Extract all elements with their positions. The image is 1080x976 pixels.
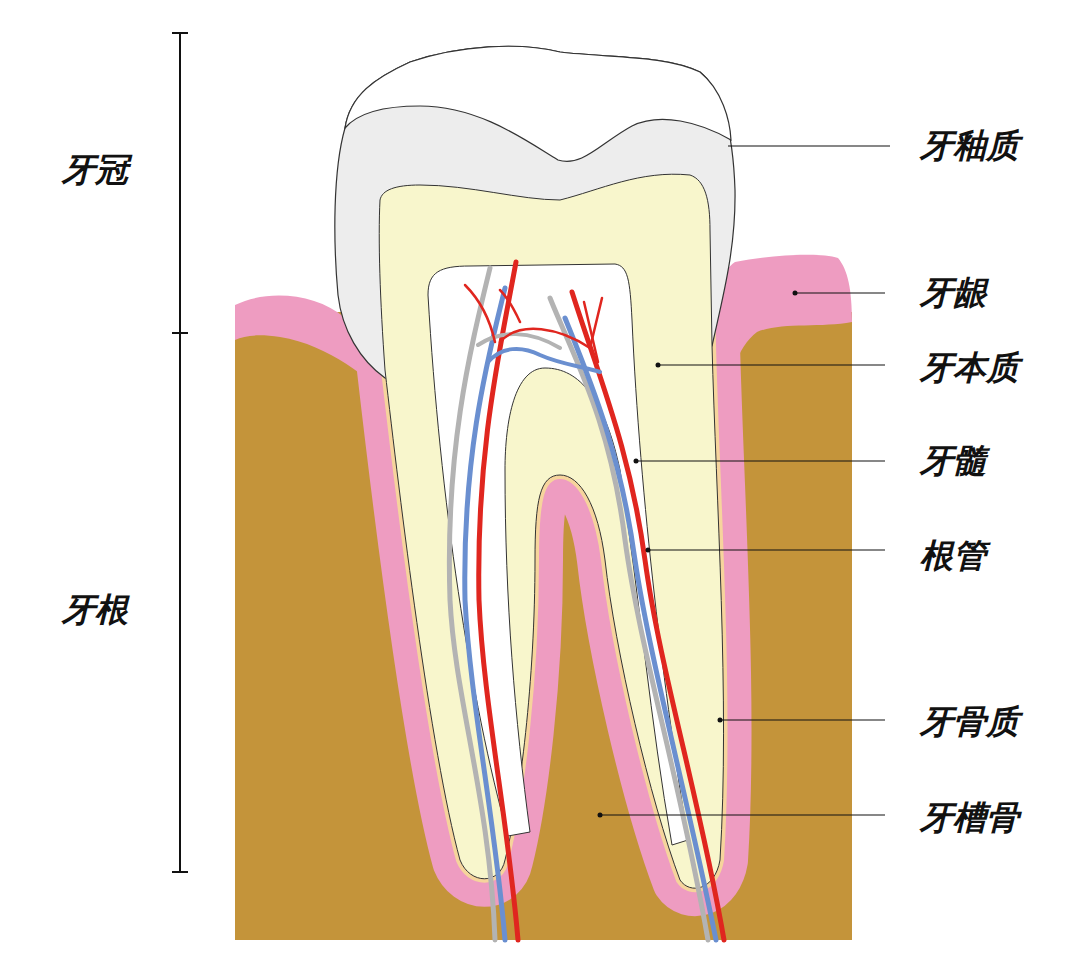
vessels	[449, 262, 724, 940]
part-label: 牙根	[62, 592, 128, 628]
leader-dots	[598, 291, 798, 818]
part-label: 牙本质	[920, 350, 1019, 386]
part-label: 牙冠	[62, 152, 128, 188]
part-label: 牙髓	[920, 443, 986, 479]
part-label: 牙槽骨	[920, 800, 1019, 836]
cementum	[379, 330, 723, 888]
part-label: 牙釉质	[920, 128, 1019, 164]
dentin	[379, 174, 723, 888]
bracket	[172, 33, 188, 872]
leader-lines	[600, 146, 890, 815]
enamel-top	[345, 46, 731, 161]
part-label: 根管	[920, 538, 986, 574]
gum-around-root	[379, 330, 723, 888]
part-label: 牙骨质	[920, 704, 1019, 740]
part-label: 牙龈	[920, 275, 986, 311]
